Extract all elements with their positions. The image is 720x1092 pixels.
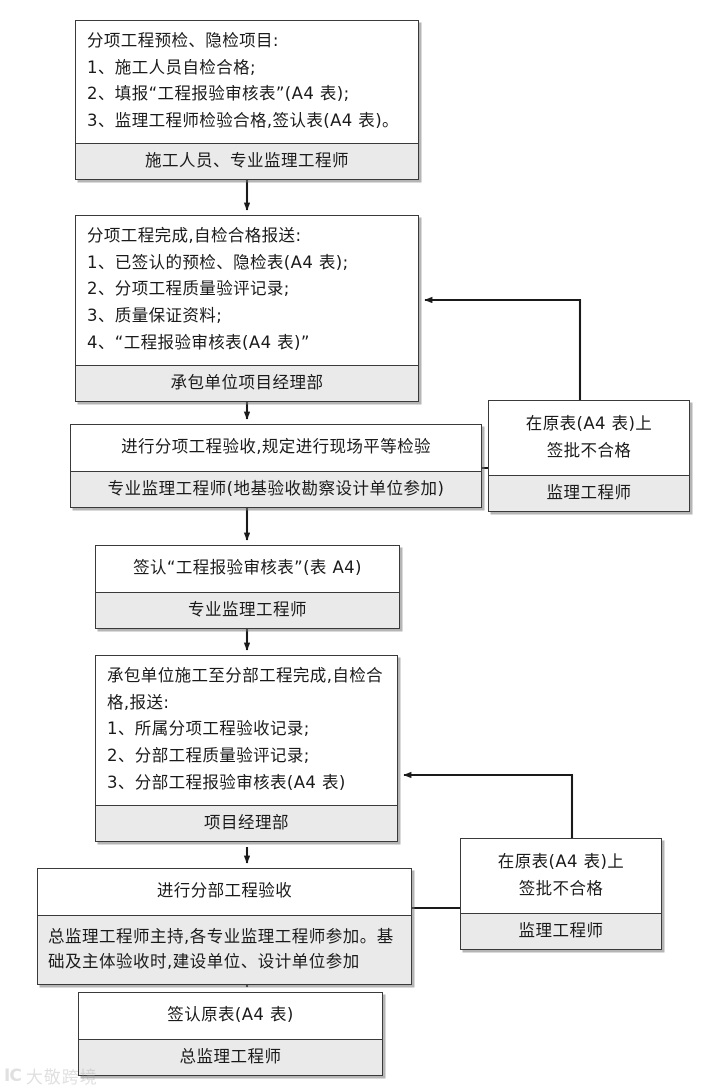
node-body: 分项工程预检、隐检项目: 1、施工人员自检合格; 2、填报“工程报验审核表”(A… <box>76 21 418 143</box>
node-line: 3、质量保证资料; <box>87 306 223 326</box>
watermark: IC 大敬跨境 <box>4 1063 98 1089</box>
node-role: 项目经理部 <box>96 804 397 841</box>
node-line: 在原表(A4 表)上 <box>525 414 653 433</box>
node-role: 承包单位项目经理部 <box>76 364 418 401</box>
node-line: 1、施工人员自检合格; <box>87 57 256 77</box>
node-line: 进行分项工程验收,规定进行现场平等检验 <box>121 437 431 456</box>
node-body: 分项工程完成,自检合格报送: 1、已签认的预检、隐检表(A4 表); 2、分项工… <box>76 216 418 365</box>
node-subitem-complete-submit[interactable]: 分项工程完成,自检合格报送: 1、已签认的预检、隐检表(A4 表); 2、分项工… <box>75 215 419 402</box>
node-subitem-reject-sign[interactable]: 在原表(A4 表)上 签批不合格 监理工程师 <box>488 400 690 513</box>
node-role: 施工人员、专业监理工程师 <box>76 142 418 179</box>
node-line: 格,报送: <box>107 692 170 712</box>
node-line: 2、填报“工程报验审核表”(A4 表); <box>87 84 350 104</box>
connector-n3r-feedback <box>424 296 582 400</box>
node-line: 3、监理工程师检验合格,签认表(A4 表)。 <box>87 111 399 131</box>
node-role: 总监理工程师主持,各专业监理工程师参加。基础及主体验收时,建设单位、设计单位参加 <box>38 914 411 984</box>
node-line: 在原表(A4 表)上 <box>497 852 625 871</box>
node-line: 进行分部工程验收 <box>156 881 293 900</box>
node-role: 监理工程师 <box>461 913 661 950</box>
node-body: 进行分部工程验收 <box>38 869 411 915</box>
node-division-reject-sign[interactable]: 在原表(A4 表)上 签批不合格 监理工程师 <box>460 838 662 951</box>
node-body: 在原表(A4 表)上 签批不合格 <box>461 839 661 914</box>
node-division-complete-submit[interactable]: 承包单位施工至分部工程完成,自检合 格,报送: 1、所属分项工程验收记录; 2、… <box>95 655 398 842</box>
node-line: 承包单位施工至分部工程完成,自检合 <box>107 666 384 685</box>
node-line: 1、已签认的预检、隐检表(A4 表); <box>87 252 349 272</box>
node-body: 承包单位施工至分部工程完成,自检合 格,报送: 1、所属分项工程验收记录; 2、… <box>96 656 397 805</box>
node-line: 签认“工程报验审核表”(表 A4) <box>133 558 362 577</box>
node-role: 监理工程师 <box>489 475 689 512</box>
node-line: 签认原表(A4 表) <box>167 1005 294 1024</box>
node-subitem-pre-inspection[interactable]: 分项工程预检、隐检项目: 1、施工人员自检合格; 2、填报“工程报验审核表”(A… <box>75 20 419 180</box>
node-body: 签认“工程报验审核表”(表 A4) <box>96 546 399 592</box>
node-line: 签批不合格 <box>546 440 632 460</box>
node-body: 在原表(A4 表)上 签批不合格 <box>489 401 689 476</box>
node-line: 1、所属分项工程验收记录; <box>107 719 310 739</box>
watermark-label: 大敬跨境 <box>25 1068 98 1088</box>
node-line: 分项工程完成,自检合格报送: <box>87 226 302 245</box>
connector-n6r-feedback <box>403 771 574 838</box>
node-role: 专业监理工程师(地基验收勘察设计单位参加) <box>71 470 481 507</box>
node-line: 分项工程预检、隐检项目: <box>87 31 279 50</box>
node-body: 进行分项工程验收,规定进行现场平等检验 <box>71 425 481 471</box>
node-line: 4、“工程报验审核表(A4 表)” <box>87 332 310 352</box>
node-line: 签批不合格 <box>518 878 604 898</box>
node-role: 专业监理工程师 <box>96 591 399 628</box>
node-body: 签认原表(A4 表) <box>79 993 382 1039</box>
node-line: 2、分项工程质量验评记录; <box>87 279 290 299</box>
watermark-logo-icon: IC <box>4 1065 22 1086</box>
node-subitem-acceptance[interactable]: 进行分项工程验收,规定进行现场平等检验 专业监理工程师(地基验收勘察设计单位参加… <box>70 424 482 508</box>
node-division-acceptance[interactable]: 进行分部工程验收 总监理工程师主持,各专业监理工程师参加。基础及主体验收时,建设… <box>37 868 412 985</box>
node-sign-report-form[interactable]: 签认“工程报验审核表”(表 A4) 专业监理工程师 <box>95 545 400 629</box>
node-line: 3、分部工程报验审核表(A4 表) <box>107 772 346 792</box>
node-line: 2、分部工程质量验评记录; <box>107 746 310 766</box>
node-sign-original-form[interactable]: 签认原表(A4 表) 总监理工程师 <box>78 992 383 1076</box>
node-role: 总监理工程师 <box>79 1038 382 1075</box>
